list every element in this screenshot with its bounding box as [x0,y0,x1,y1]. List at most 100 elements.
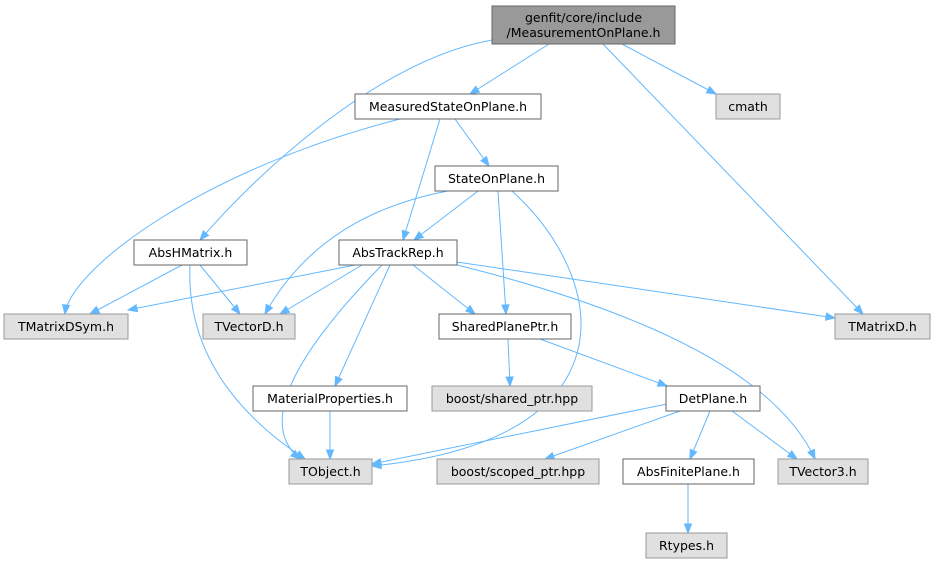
node-abs-track-rep[interactable]: AbsTrackRep.h [338,239,458,266]
edge-root-to-abs-h-matrix [199,39,493,242]
node-box [252,385,408,412]
arrowhead-icon [412,230,425,241]
arrowhead-icon [199,230,210,242]
arrowhead-icon [689,448,698,461]
arrowhead-icon [401,229,410,242]
arrowhead-icon [468,85,481,95]
arrowhead-icon [278,305,291,315]
edge-line [127,264,356,311]
arrowhead-icon [325,449,335,461]
node-label: boost/scoped_ptr.hpp [451,464,585,479]
edge-line [64,118,401,315]
nodes-layer: genfit/core/include/MeasurementOnPlane.h… [3,5,931,559]
node-label: DetPlane.h [679,391,747,406]
node-box [133,239,248,266]
node-label: Rtypes.h [659,538,714,553]
node-box [354,93,542,120]
edge-abs-track-rep-to-material-properties [334,264,391,388]
edge-line [539,338,668,387]
edge-det-plane-to-tvector3 [731,410,799,460]
node-label: TMatrixD.h [847,319,917,334]
node-material-properties[interactable]: MaterialProperties.h [252,385,408,412]
arrowhead-icon [230,303,241,316]
edge-state-on-plane-to-tvector-d [264,190,449,316]
node-boost-shared-ptr: boost/shared_ptr.hpp [431,385,593,412]
edge-material-properties-to-tobject [325,411,335,461]
edge-root-to-cmath [621,43,718,95]
edge-line [199,264,241,315]
edge-line [371,403,668,465]
arrowhead-icon [370,457,383,467]
node-box [434,165,559,192]
node-abs-finite-plane[interactable]: AbsFinitePlane.h [622,458,755,485]
node-state-on-plane[interactable]: StateOnPlane.h [434,165,559,192]
edge-state-on-plane-to-abs-track-rep [412,190,479,241]
node-boost-scoped-ptr: boost/scoped_ptr.hpp [436,458,600,485]
arrowhead-icon [824,312,837,321]
edge-abs-h-matrix-to-tvector-d [199,264,241,316]
node-box [834,313,931,340]
node-tvector-d: TVectorD.h [202,313,296,340]
node-box [777,458,869,485]
node-box [645,532,728,559]
arrowhead-icon [807,448,816,461]
node-abs-h-matrix[interactable]: AbsHMatrix.h [133,239,248,266]
node-label: TVector3.h [788,464,856,479]
edge-line [189,264,306,460]
edge-line [731,410,798,460]
node-label: cmath [728,99,768,114]
arrowhead-icon [289,449,302,460]
edge-line [412,264,476,315]
edge-abs-track-rep-to-tvector-d [278,264,363,315]
node-shared-plane-ptr[interactable]: SharedPlanePtr.h [438,313,572,340]
node-box [338,239,458,266]
node-root: genfit/core/include/MeasurementOnPlane.h [491,5,676,45]
edge-line [456,264,816,460]
edge-line [544,410,681,460]
arrowhead-icon [61,304,71,316]
edge-det-plane-to-tobject [370,403,668,467]
arrowhead-icon [334,375,343,388]
edge-state-on-plane-to-shared-plane-ptr [497,190,510,316]
node-label: MeasuredStateOnPlane.h [369,99,527,114]
edge-abs-track-rep-to-shared-plane-ptr [412,264,477,315]
edge-abs-finite-plane-to-rtypes [683,484,693,535]
edge-line [413,190,479,241]
edge-line [334,264,391,387]
node-label: SharedPlanePtr.h [452,319,559,334]
edge-abs-track-rep-to-tobject [281,264,383,460]
node-label: StateOnPlane.h [448,171,545,186]
node-tmatrix-dsym: TMatrixDSym.h [3,313,129,340]
edge-line [621,43,717,95]
node-label: boost/shared_ptr.hpp [446,391,578,406]
edge-line [456,261,836,319]
node-label: AbsFinitePlane.h [637,464,740,479]
node-box [438,313,572,340]
node-tvector3: TVector3.h [777,458,869,485]
edge-line [264,190,449,315]
arrowhead-icon [480,155,490,168]
edge-det-plane-to-boost-scoped-ptr [543,410,681,460]
arrowhead-icon [505,376,514,388]
node-measured-state-on-plane[interactable]: MeasuredStateOnPlane.h [354,93,542,120]
edge-measured-state-on-plane-to-state-on-plane [454,118,490,168]
edge-line [402,118,441,241]
arrowhead-icon [705,85,718,95]
edge-line [279,264,363,315]
node-box [431,385,593,412]
arrowhead-icon [683,523,693,535]
node-box [288,458,373,485]
node-tmatrix-d: TMatrixD.h [834,313,931,340]
node-cmath: cmath [715,93,781,120]
node-label: AbsTrackRep.h [352,245,443,260]
node-label: MaterialProperties.h [267,391,393,406]
node-box [715,93,781,120]
node-box [202,313,296,340]
edge-measured-state-on-plane-to-tmatrix-dsym [61,118,401,316]
node-det-plane[interactable]: DetPlane.h [665,385,761,412]
edge-line [89,264,183,315]
arrowhead-icon [501,304,510,316]
node-label: AbsHMatrix.h [149,245,233,260]
node-label: genfit/core/include [525,10,642,25]
